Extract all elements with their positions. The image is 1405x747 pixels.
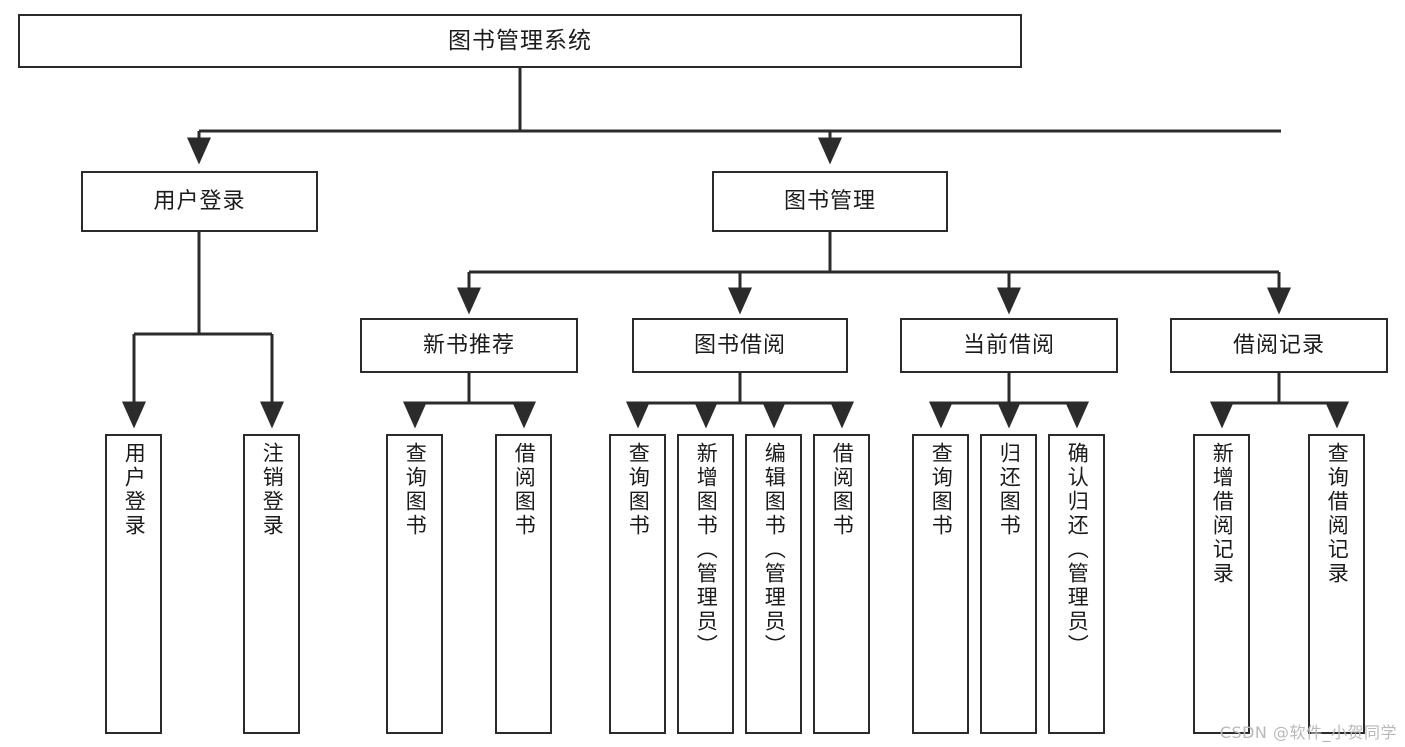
- leaf-current-query-book[interactable]: 查询图书: [912, 434, 969, 734]
- leaf-recommend-query-book-label: 查询图书: [403, 442, 428, 538]
- csdn-watermark: CSDN @软件_小贺同学: [1219, 723, 1397, 742]
- leaf-current-query-book-label: 查询图书: [929, 442, 954, 538]
- node-new-book-recommend-label: 新书推荐: [422, 332, 515, 358]
- leaf-user-login-logout[interactable]: 注销登录: [243, 434, 300, 734]
- leaf-record-add-record-label: 新增借阅记录: [1210, 442, 1235, 586]
- leaf-recommend-borrow-book-label: 借阅图书: [512, 442, 537, 538]
- leaf-recommend-borrow-book[interactable]: 借阅图书: [495, 434, 552, 734]
- node-new-book-recommend[interactable]: 新书推荐: [360, 318, 578, 373]
- node-book-borrow-label: 图书借阅: [693, 332, 786, 358]
- node-user-login-label: 用户登录: [153, 188, 246, 214]
- leaf-borrow-edit-book-admin-label: 编辑图书（管理员）: [762, 442, 787, 658]
- leaf-record-query-record-label: 查询借阅记录: [1325, 442, 1350, 586]
- leaf-borrow-edit-book-admin[interactable]: 编辑图书（管理员）: [745, 434, 802, 734]
- node-book-management[interactable]: 图书管理: [712, 171, 948, 232]
- node-borrow-record[interactable]: 借阅记录: [1170, 318, 1388, 373]
- leaf-borrow-add-book-admin-label: 新增图书（管理员）: [694, 442, 719, 658]
- node-borrow-record-label: 借阅记录: [1232, 332, 1325, 358]
- leaf-current-return-book[interactable]: 归还图书: [980, 434, 1037, 734]
- leaf-user-login-login-label: 用户登录: [122, 442, 147, 538]
- node-current-borrow[interactable]: 当前借阅: [900, 318, 1118, 373]
- node-book-borrow[interactable]: 图书借阅: [632, 318, 848, 373]
- leaf-borrow-query-book[interactable]: 查询图书: [609, 434, 666, 734]
- leaf-current-confirm-return-admin[interactable]: 确认归还（管理员）: [1048, 434, 1105, 734]
- leaf-borrow-borrow-book-label: 借阅图书: [830, 442, 855, 538]
- leaf-user-login-login[interactable]: 用户登录: [105, 434, 162, 734]
- leaf-user-login-logout-label: 注销登录: [260, 442, 285, 538]
- leaf-recommend-query-book[interactable]: 查询图书: [386, 434, 443, 734]
- node-user-login[interactable]: 用户登录: [81, 171, 318, 232]
- leaf-current-confirm-return-admin-label: 确认归还（管理员）: [1065, 442, 1090, 658]
- leaf-borrow-borrow-book[interactable]: 借阅图书: [813, 434, 870, 734]
- leaf-borrow-query-book-label: 查询图书: [626, 442, 651, 538]
- node-root-system[interactable]: 图书管理系统: [18, 14, 1022, 68]
- leaf-current-return-book-label: 归还图书: [997, 442, 1022, 538]
- leaf-record-query-record[interactable]: 查询借阅记录: [1308, 434, 1365, 734]
- leaf-borrow-add-book-admin[interactable]: 新增图书（管理员）: [677, 434, 734, 734]
- leaf-record-add-record[interactable]: 新增借阅记录: [1193, 434, 1250, 734]
- node-root-system-label: 图书管理系统: [448, 27, 592, 54]
- node-book-management-label: 图书管理: [783, 188, 876, 214]
- node-current-borrow-label: 当前借阅: [962, 332, 1055, 358]
